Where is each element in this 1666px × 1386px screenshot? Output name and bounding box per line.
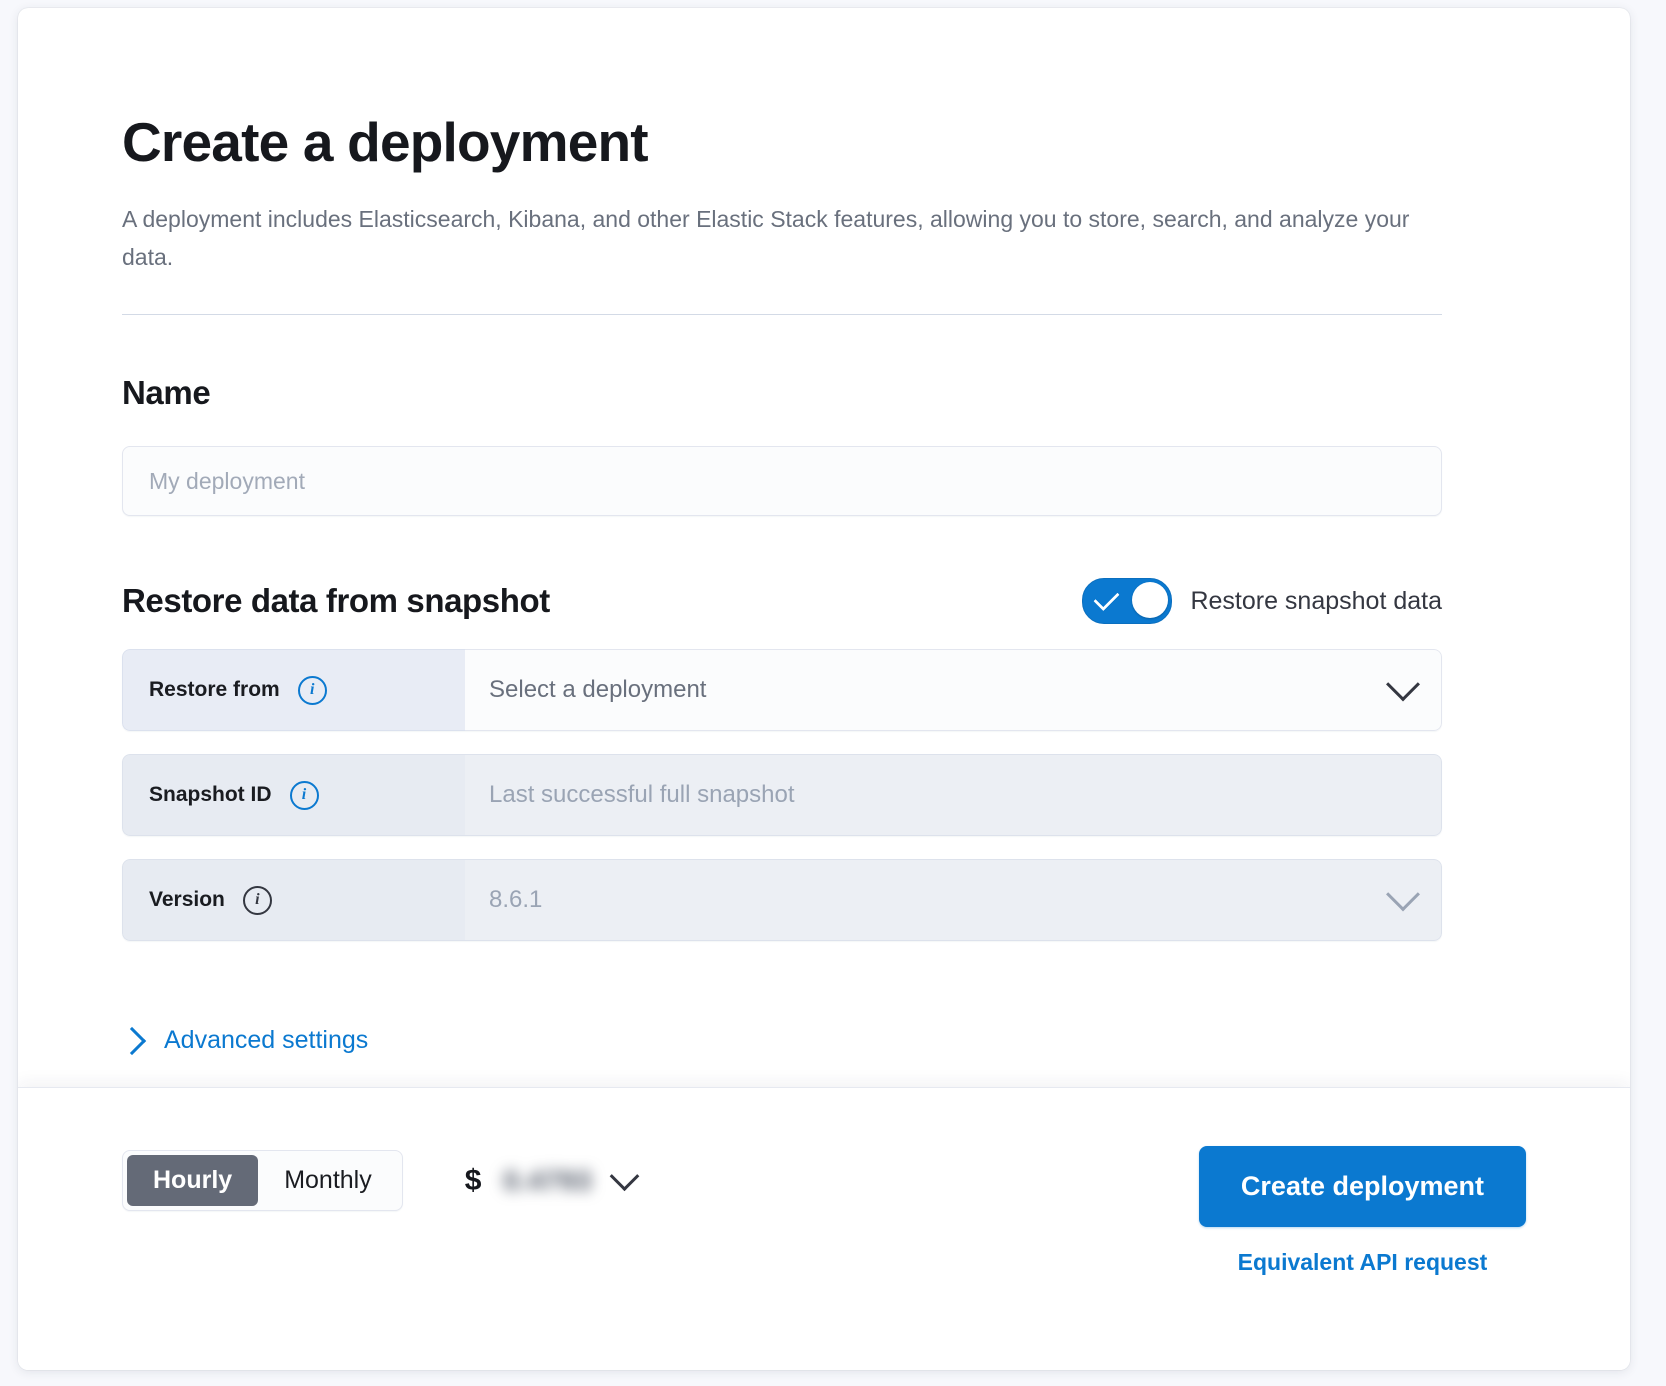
footer-left: Hourly Monthly $ 0.4793: [122, 1150, 640, 1211]
name-section: Name My deployment: [122, 373, 1526, 516]
row-label-restore-from: Restore from i: [122, 649, 465, 731]
price-display[interactable]: $ 0.4793: [464, 1161, 640, 1198]
billing-period-toggle[interactable]: Hourly Monthly: [122, 1150, 403, 1211]
restore-from-value: Select a deployment: [489, 676, 707, 703]
header-divider: [122, 314, 1442, 315]
restore-from-select[interactable]: Select a deployment: [465, 649, 1442, 731]
version-select: 8.6.1: [465, 859, 1442, 941]
advanced-settings-label: Advanced settings: [164, 1026, 369, 1054]
row-label-text: Version: [149, 888, 225, 911]
restore-snapshot-toggle[interactable]: [1082, 578, 1173, 624]
page-subtitle: A deployment includes Elasticsearch, Kib…: [122, 206, 1410, 270]
chevron-down-icon[interactable]: [609, 1161, 640, 1192]
restore-form-rows: Restore from i Select a deployment Snaps…: [122, 649, 1526, 941]
restore-section-header: Restore data from snapshot Restore snaps…: [122, 578, 1442, 624]
price-value: 0.4793: [503, 1164, 593, 1196]
toggle-knob: [1132, 582, 1169, 618]
info-icon[interactable]: i: [242, 885, 272, 915]
snapshot-id-value: Last successful full snapshot: [489, 781, 795, 808]
advanced-settings-link[interactable]: Advanced settings: [117, 1026, 369, 1055]
card-body: Create a deployment A deployment include…: [18, 8, 1630, 1056]
form-row-version: Version i 8.6.1: [122, 859, 1442, 941]
version-value: 8.6.1: [489, 886, 543, 913]
create-deployment-button[interactable]: Create deployment: [1198, 1146, 1526, 1227]
row-label-text: Restore from: [149, 678, 280, 701]
chevron-down-icon[interactable]: [1386, 667, 1420, 702]
deployment-name-placeholder: My deployment: [149, 467, 305, 494]
price-currency: $: [464, 1163, 482, 1197]
row-label-text: Snapshot ID: [149, 783, 272, 806]
restore-snapshot-toggle-group[interactable]: Restore snapshot data: [1082, 578, 1442, 624]
billing-option-hourly[interactable]: Hourly: [127, 1155, 259, 1206]
restore-snapshot-toggle-label: Restore snapshot data: [1190, 586, 1442, 615]
billing-option-monthly[interactable]: Monthly: [284, 1166, 372, 1194]
check-icon: [1093, 584, 1121, 612]
chevron-down-icon: [1386, 877, 1420, 912]
footer-inner: Hourly Monthly $ 0.4793 Create deploymen…: [18, 1088, 1630, 1370]
form-row-restore-from[interactable]: Restore from i Select a deployment: [122, 649, 1442, 731]
form-row-snapshot-id: Snapshot ID i Last successful full snaps…: [122, 754, 1442, 836]
snapshot-id-input: Last successful full snapshot: [465, 754, 1442, 836]
deployment-name-input[interactable]: My deployment: [122, 446, 1442, 516]
equivalent-api-request-link[interactable]: Equivalent API request: [1237, 1249, 1488, 1275]
page-wrapper: Create a deployment A deployment include…: [18, 8, 1630, 1370]
footer-right: Create deployment Equivalent API request: [1198, 1146, 1526, 1276]
info-icon[interactable]: i: [297, 675, 327, 705]
chevron-right-icon: [117, 1026, 147, 1055]
page-title: Create a deployment: [122, 111, 649, 173]
restore-section-title: Restore data from snapshot: [122, 582, 550, 619]
row-label-snapshot-id: Snapshot ID i: [122, 754, 465, 836]
name-section-title: Name: [122, 374, 211, 411]
row-label-version: Version i: [122, 859, 465, 941]
info-icon[interactable]: i: [289, 780, 319, 810]
create-deployment-card: Create a deployment A deployment include…: [18, 8, 1630, 1370]
footer-bar: Hourly Monthly $ 0.4793 Create deploymen…: [18, 1087, 1630, 1370]
